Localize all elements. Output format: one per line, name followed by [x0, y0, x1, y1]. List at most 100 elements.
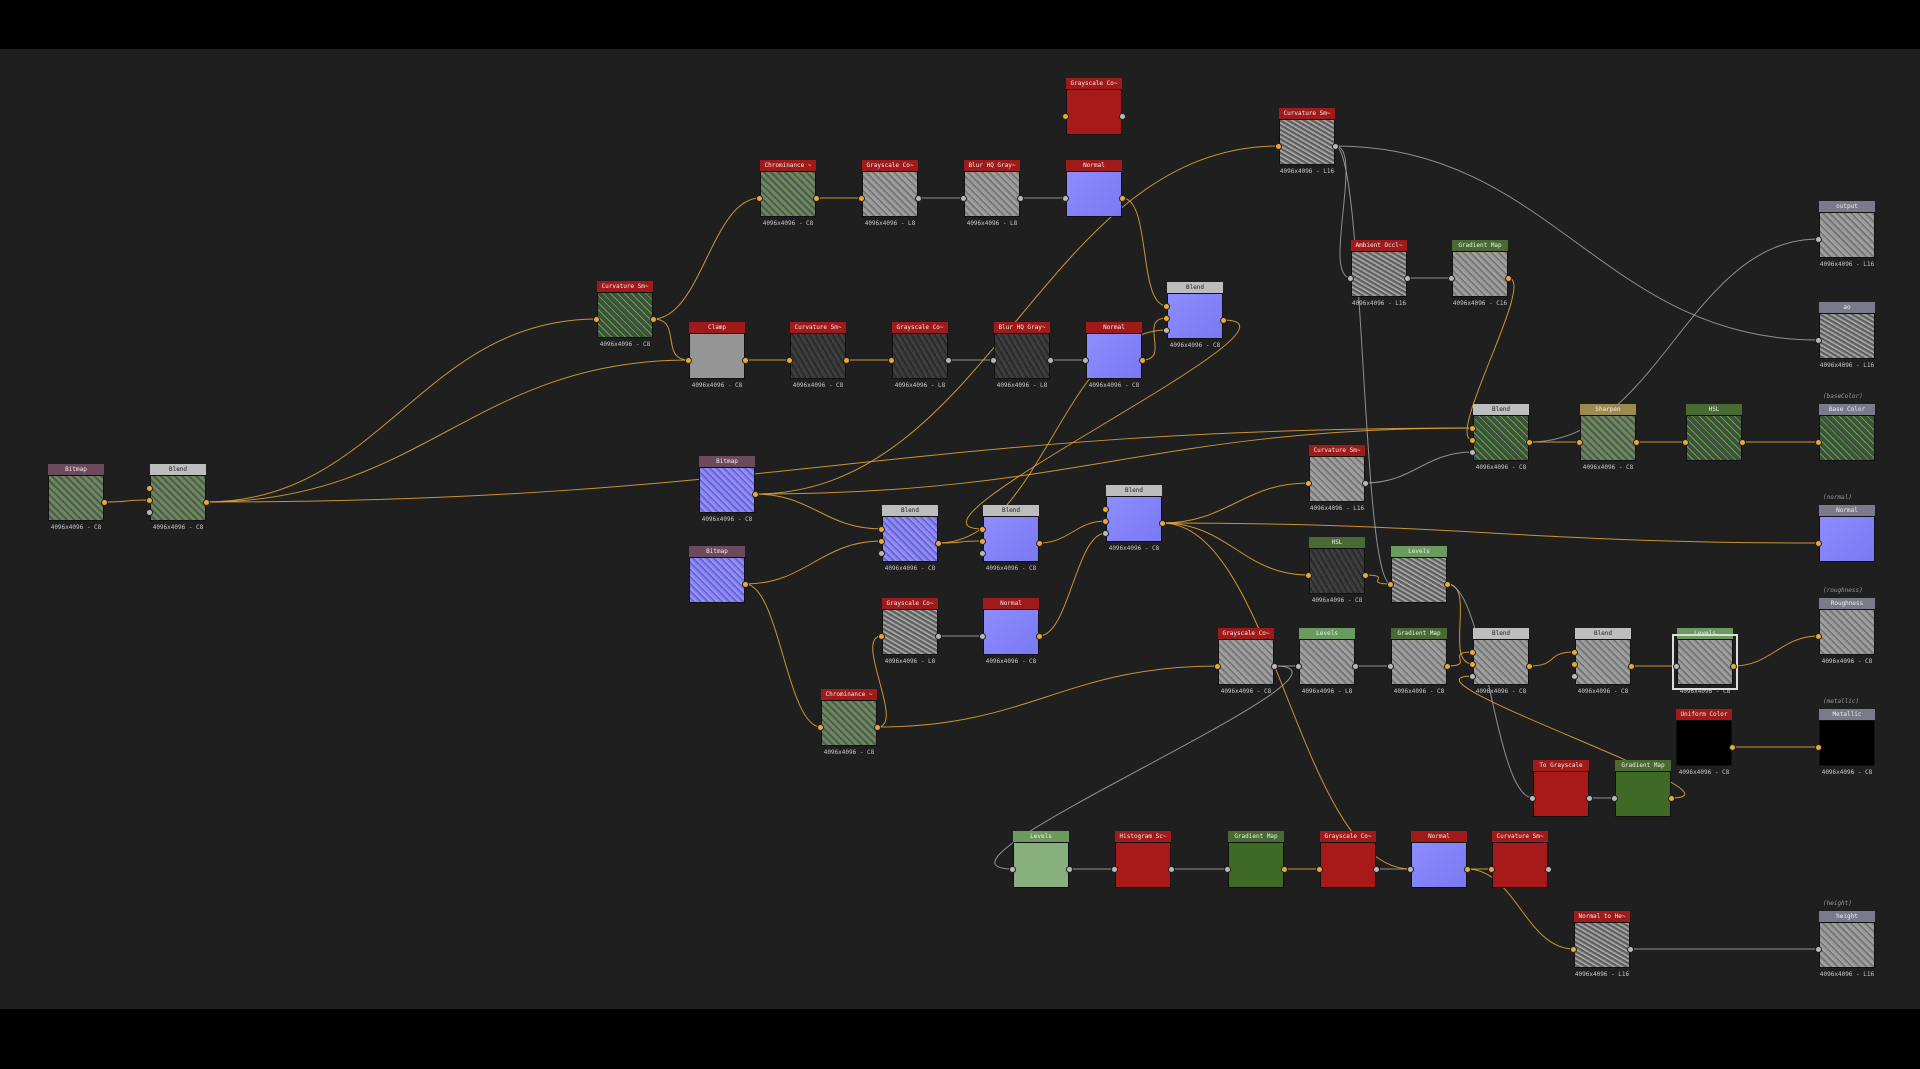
output-port[interactable] — [1739, 439, 1746, 446]
graph-node[interactable]: Curvature Sm~4096x4096 - L16 — [1305, 445, 1369, 512]
input-port[interactable] — [1469, 661, 1476, 668]
graph-node[interactable]: HSL — [1682, 404, 1746, 461]
output-port[interactable] — [1633, 439, 1640, 446]
output-port[interactable] — [1729, 744, 1736, 751]
graph-node[interactable]: Curvature Sm~4096x4096 - C8 — [593, 281, 657, 348]
output-port[interactable] — [1444, 663, 1451, 670]
input-port[interactable] — [1488, 866, 1495, 873]
input-port[interactable] — [1571, 673, 1578, 680]
output-port[interactable] — [752, 491, 759, 498]
graph-node[interactable]: To Grayscale — [1529, 760, 1593, 817]
input-port[interactable] — [1082, 357, 1089, 364]
graph-node[interactable]: Grayscale Co~ — [1062, 78, 1126, 135]
output-port[interactable] — [1047, 357, 1054, 364]
input-port[interactable] — [1214, 663, 1221, 670]
input-port[interactable] — [685, 357, 692, 364]
input-port[interactable] — [1815, 439, 1822, 446]
output-port[interactable] — [1066, 866, 1073, 873]
input-port[interactable] — [1295, 663, 1302, 670]
graph-node[interactable]: Grayscale Co~4096x4096 - L8 — [878, 598, 942, 665]
output-port[interactable] — [101, 499, 108, 506]
input-port[interactable] — [1102, 506, 1109, 513]
input-port[interactable] — [1529, 795, 1536, 802]
output-port[interactable] — [742, 357, 749, 364]
input-port[interactable] — [1576, 439, 1583, 446]
graph-node[interactable]: (normal)Normal — [1815, 494, 1875, 562]
output-port[interactable] — [1505, 275, 1512, 282]
input-port[interactable] — [1275, 143, 1282, 150]
output-port[interactable] — [650, 316, 657, 323]
input-port[interactable] — [146, 497, 153, 504]
output-port[interactable] — [1168, 866, 1175, 873]
output-port[interactable] — [1281, 866, 1288, 873]
input-port[interactable] — [1111, 866, 1118, 873]
output-port[interactable] — [1036, 633, 1043, 640]
input-port[interactable] — [1469, 673, 1476, 680]
graph-node[interactable]: (baseColor)Base Color — [1815, 393, 1875, 461]
output-port[interactable] — [1220, 317, 1227, 324]
graph-node[interactable]: Blur HQ Gray~4096x4096 - L8 — [960, 160, 1024, 227]
output-port[interactable] — [813, 195, 820, 202]
input-port[interactable] — [1224, 866, 1231, 873]
input-port[interactable] — [858, 195, 865, 202]
graph-node[interactable]: Grayscale Co~4096x4096 - L8 — [858, 160, 922, 227]
output-port[interactable] — [1036, 540, 1043, 547]
input-port[interactable] — [878, 526, 885, 533]
input-port[interactable] — [1815, 337, 1822, 344]
graph-node[interactable]: Histogram Sc~ — [1111, 831, 1175, 888]
graph-node[interactable]: Levels — [1009, 831, 1073, 888]
input-port[interactable] — [593, 316, 600, 323]
graph-node[interactable]: Normal — [1062, 160, 1126, 217]
output-port[interactable] — [1464, 866, 1471, 873]
output-port[interactable] — [1404, 275, 1411, 282]
output-port[interactable] — [203, 499, 210, 506]
graph-node[interactable]: Normal to He~4096x4096 - L16 — [1570, 911, 1634, 978]
input-port[interactable] — [979, 550, 986, 557]
input-port[interactable] — [1163, 303, 1170, 310]
input-port[interactable] — [979, 633, 986, 640]
output-port[interactable] — [1139, 357, 1146, 364]
graph-node[interactable]: Gradient Map — [1224, 831, 1288, 888]
output-port[interactable] — [1119, 195, 1126, 202]
output-port[interactable] — [1159, 520, 1166, 527]
input-port[interactable] — [1815, 236, 1822, 243]
input-port[interactable] — [990, 357, 997, 364]
input-port[interactable] — [1448, 275, 1455, 282]
output-port[interactable] — [1017, 195, 1024, 202]
input-port[interactable] — [146, 485, 153, 492]
graph-node[interactable]: Grayscale Co~4096x4096 - L8 — [888, 322, 952, 389]
graph-node[interactable]: Bitmap — [689, 546, 749, 603]
input-port[interactable] — [146, 509, 153, 516]
input-port[interactable] — [979, 526, 986, 533]
graph-node[interactable]: Ambient Occl~4096x4096 - L16 — [1347, 240, 1411, 307]
graph-node[interactable]: Grayscale Co~4096x4096 - C8 — [1214, 628, 1278, 695]
input-port[interactable] — [979, 538, 986, 545]
input-port[interactable] — [1387, 581, 1394, 588]
output-port[interactable] — [843, 357, 850, 364]
input-port[interactable] — [1062, 195, 1069, 202]
input-port[interactable] — [1316, 866, 1323, 873]
input-port[interactable] — [960, 195, 967, 202]
graph-node[interactable]: Normal — [1407, 831, 1471, 888]
input-port[interactable] — [786, 357, 793, 364]
output-port[interactable] — [1586, 795, 1593, 802]
input-port[interactable] — [1163, 327, 1170, 334]
input-port[interactable] — [1163, 315, 1170, 322]
output-port[interactable] — [1271, 663, 1278, 670]
